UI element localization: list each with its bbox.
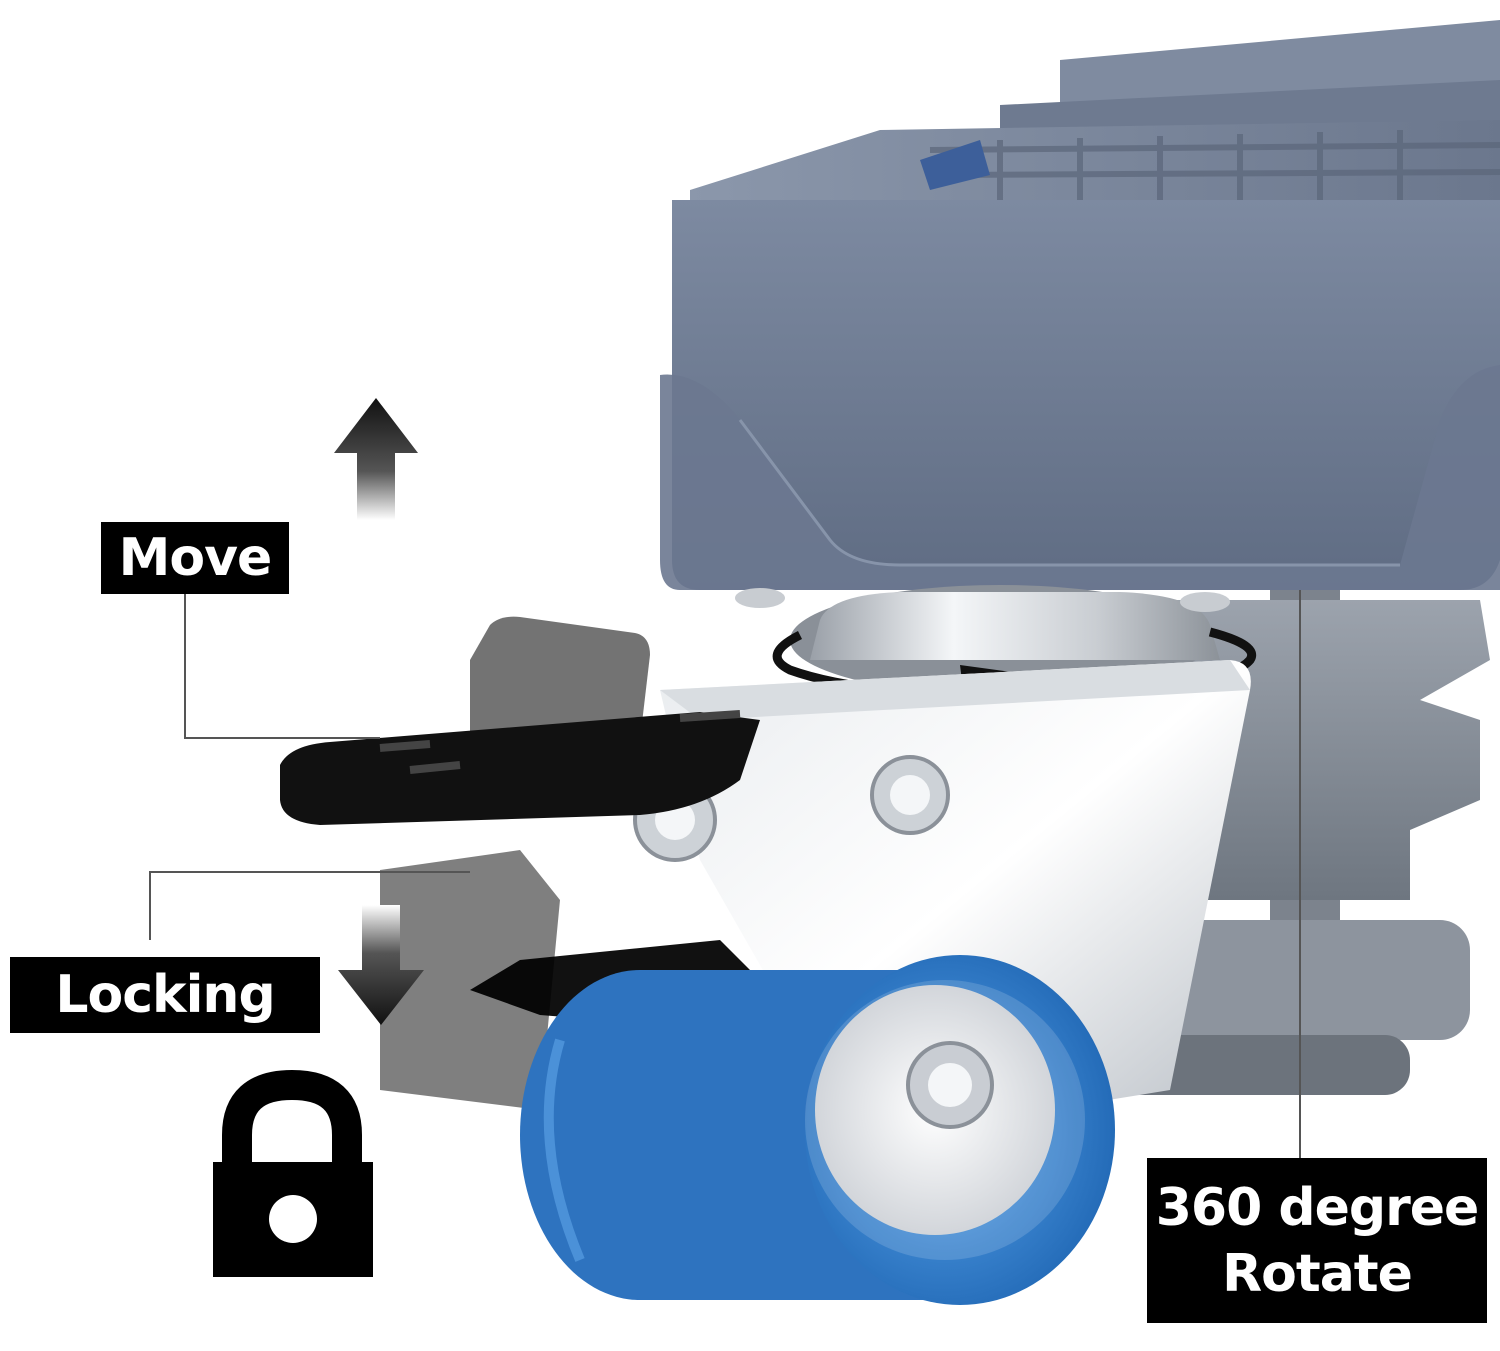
locking-label: Locking [10, 957, 320, 1033]
washing-machine-base [660, 20, 1500, 590]
callout-lines [149, 590, 1301, 1158]
arrow-up-icon [334, 398, 418, 520]
rotate-label-line2: Rotate [1222, 1244, 1413, 1304]
padlock-icon [213, 1069, 373, 1277]
arrow-down-icon [338, 905, 424, 1025]
rotate-label-line1: 360 degree [1155, 1178, 1480, 1238]
blue-wheel [520, 955, 1115, 1305]
move-label: Move [101, 522, 289, 594]
rotate-label: 360 degree Rotate [1147, 1158, 1487, 1323]
